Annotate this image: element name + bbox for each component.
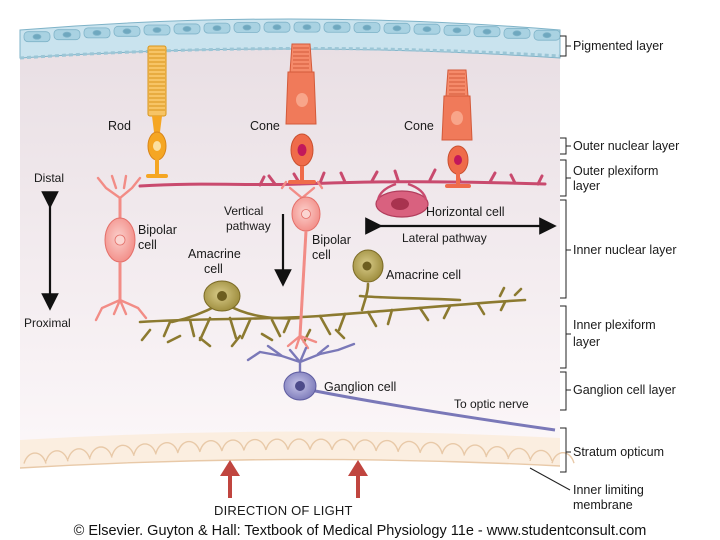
pigmented-epithelium	[19, 18, 561, 60]
label-ganglion-cell-layer: Ganglion cell layer	[573, 383, 676, 397]
inner-limiting-membrane	[19, 431, 575, 469]
label-outer-plexiform-layer: Outer plexiform layer	[573, 164, 662, 193]
ganglion-cell	[246, 342, 356, 401]
label-pigmented-layer: Pigmented layer	[573, 39, 663, 53]
horizontal-cell-nucleus	[391, 198, 409, 210]
label-proximal: Proximal	[24, 316, 71, 330]
light-arrow-left	[220, 460, 240, 498]
label-vertical-pathway: Vertical pathway	[224, 204, 271, 233]
label-inner-limiting-membrane: Inner limiting membrane	[573, 483, 647, 512]
label-lateral-pathway: Lateral pathway	[402, 231, 487, 245]
light-arrow-right	[348, 460, 368, 498]
rod-photoreceptor	[146, 45, 168, 178]
amacrine-cell-2	[352, 249, 384, 283]
optic-nerve-fiber	[299, 386, 556, 432]
label-horizontal-cell: Horizontal cell	[426, 205, 505, 219]
label-stratum-opticum: Stratum opticum	[573, 445, 664, 459]
label-distal: Distal	[34, 171, 64, 185]
label-optic-nerve: To optic nerve	[454, 397, 529, 411]
cone-photoreceptor-2	[441, 69, 473, 188]
label-cone-2: Cone	[404, 119, 434, 133]
cone-photoreceptor-1	[285, 43, 317, 184]
amacrine-cell-1	[203, 280, 241, 312]
label-ganglion-cell: Ganglion cell	[324, 380, 396, 394]
label-amacrine-cell-2: Amacrine cell	[386, 268, 461, 282]
label-cone-1: Cone	[250, 119, 280, 133]
label-amacrine-cell-1: Amacrine cell	[188, 247, 244, 276]
bipolar-cell-2	[280, 180, 324, 350]
bipolar-cell-1	[94, 174, 148, 322]
copyright-credit: © Elsevier. Guyton & Hall: Textbook of M…	[73, 523, 647, 539]
label-rod: Rod	[108, 119, 131, 133]
label-direction-of-light: DIRECTION OF LIGHT	[214, 503, 353, 518]
label-outer-nuclear-layer: Outer nuclear layer	[573, 139, 679, 153]
label-bipolar-cell-2: Bipolar cell	[312, 233, 354, 262]
label-inner-plexiform-layer: Inner plexiform layer	[573, 318, 659, 349]
layer-brackets	[529, 35, 571, 491]
label-bipolar-cell-1: Bipolar cell	[138, 223, 180, 252]
label-inner-nuclear-layer: Inner nuclear layer	[573, 243, 677, 257]
